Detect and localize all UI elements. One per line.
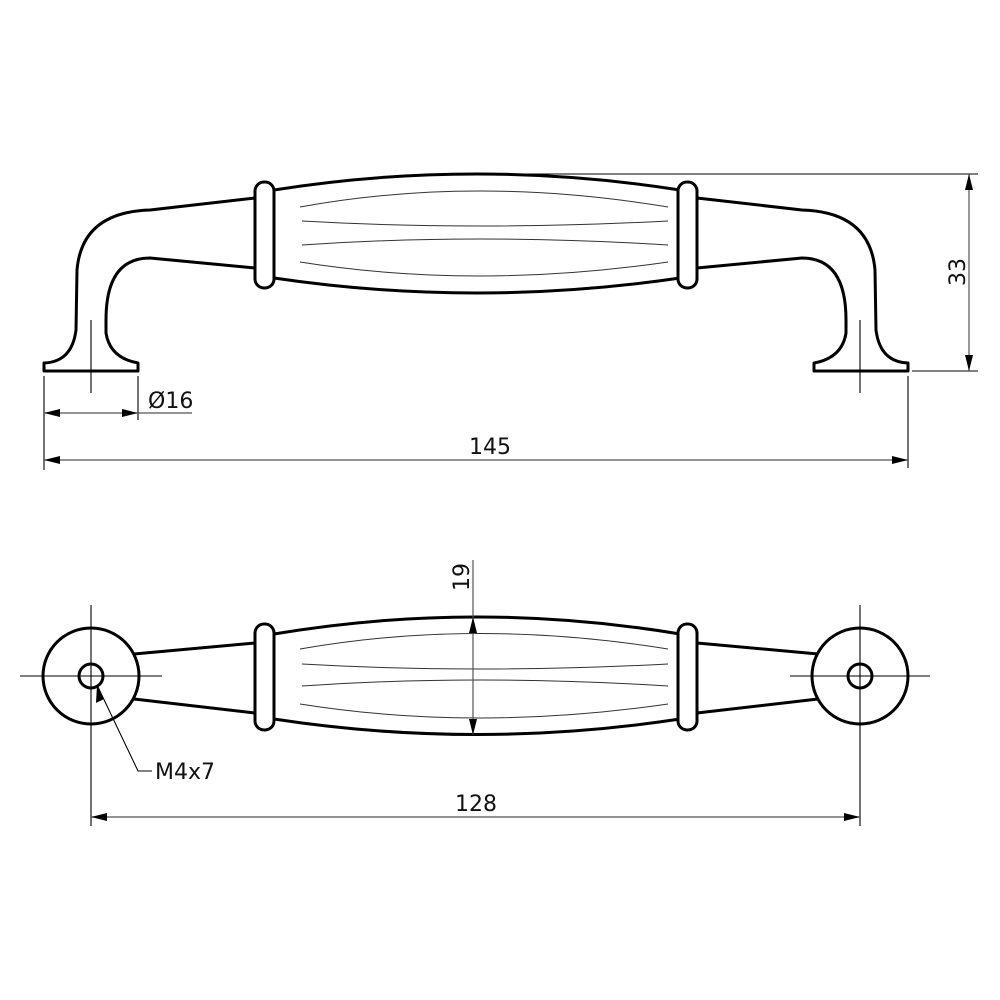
left-arm: [132, 641, 257, 715]
thread-label: M4x7: [155, 760, 215, 785]
overall-length-label: 145: [469, 435, 511, 460]
side-grip-body: [272, 172, 682, 295]
right-arm: [695, 641, 820, 715]
left-leg-outline: [42, 196, 257, 373]
left-collar: [253, 180, 276, 290]
base-diameter-label: Ø16: [148, 389, 193, 414]
right-collar-top: [676, 622, 699, 732]
side-view: Ø16 145 33: [42, 172, 978, 470]
top-view: 19 M4x7 128: [20, 560, 930, 826]
right-collar: [676, 180, 699, 290]
left-collar-top: [253, 622, 276, 732]
right-leg-outline: [695, 196, 910, 373]
hole-spacing-label: 128: [455, 792, 497, 817]
grip-width-label: 19: [450, 563, 475, 591]
top-grip-body: [272, 615, 682, 736]
height-label: 33: [946, 258, 971, 286]
